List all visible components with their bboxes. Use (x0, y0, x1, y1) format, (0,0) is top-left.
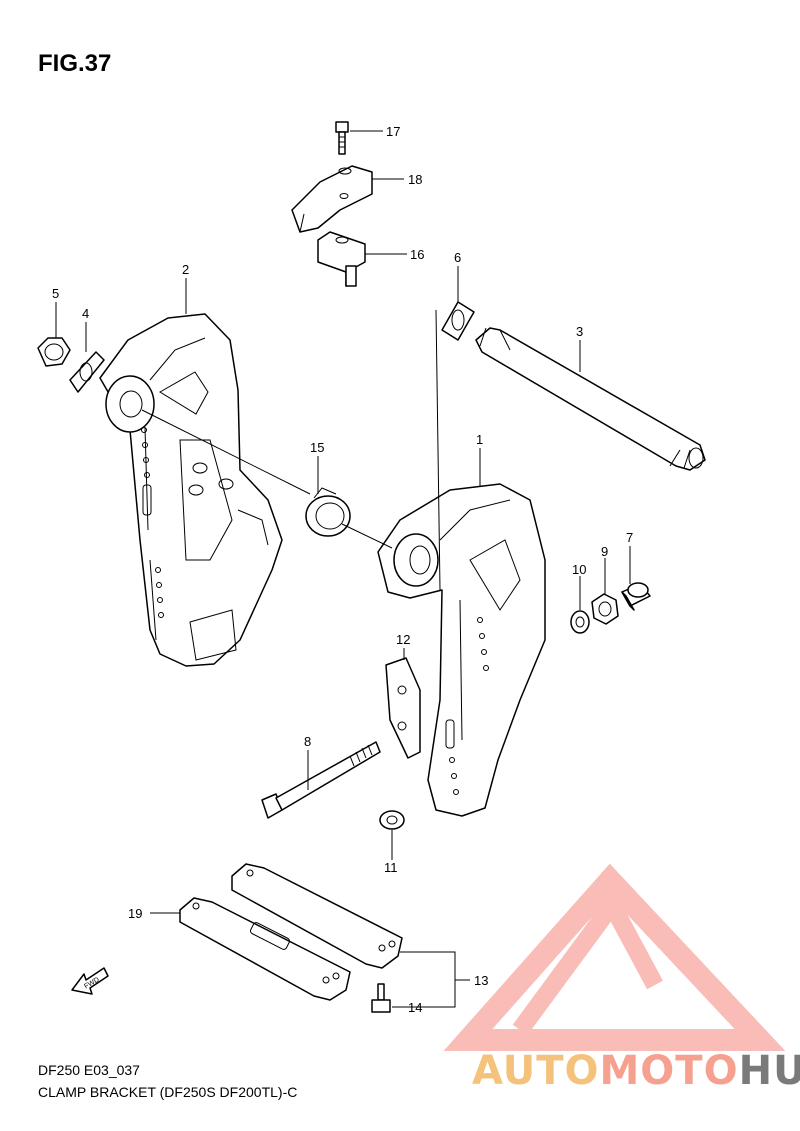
callout-10: 10 (572, 562, 586, 577)
figure-caption: CLAMP BRACKET (DF250S DF200TL)-C (38, 1084, 298, 1100)
part-13-liner-upper (231, 863, 403, 969)
callout-7: 7 (626, 530, 633, 545)
watermark-text: AUTOMOTOHUB (472, 1048, 800, 1094)
part-3-shaft (475, 327, 706, 471)
figure-title: FIG.37 (38, 50, 112, 77)
callout-12: 12 (396, 632, 410, 647)
watermark-moto: MOTO (599, 1048, 739, 1094)
leader-lines (55, 130, 631, 1008)
callout-8: 8 (304, 734, 311, 749)
part-10-washer (570, 610, 590, 634)
part-11-washer (379, 810, 405, 830)
watermark-logo (443, 863, 786, 1051)
callout-17: 17 (386, 124, 400, 139)
callout-14: 14 (408, 1000, 422, 1015)
part-8-bolt (261, 741, 381, 819)
watermark-hub: HUB (738, 1048, 800, 1094)
part-14-screw (371, 983, 391, 1013)
part-7-collar (621, 582, 651, 611)
callout-4: 4 (82, 306, 89, 321)
figure-code: DF250 E03_037 (38, 1062, 140, 1078)
part-17-screw (335, 121, 349, 155)
callout-6: 6 (454, 250, 461, 265)
part-12-plate (385, 657, 421, 759)
part-6-washer (441, 301, 475, 341)
fwd-direction-arrow: FWD (71, 967, 109, 995)
part-5-nut (37, 337, 71, 367)
part-4-washer (69, 351, 105, 393)
part-2-left-clamp-bracket (99, 313, 283, 667)
callout-15: 15 (310, 440, 324, 455)
callout-19: 19 (128, 906, 142, 921)
part-9-nut (591, 593, 619, 625)
part-16-bracket (317, 231, 366, 287)
callout-11: 11 (384, 860, 398, 875)
callout-18: 18 (408, 172, 422, 187)
part-18-cover (291, 165, 373, 233)
part-1-right-clamp-bracket (377, 483, 546, 817)
callout-1: 1 (476, 432, 483, 447)
part-19-liner-lower (179, 897, 351, 1001)
callout-labels: 17 18 16 6 3 2 5 4 15 1 7 9 10 12 8 11 1… (52, 124, 633, 1015)
part-15-bushing (305, 487, 351, 537)
callout-3: 3 (576, 324, 583, 339)
watermark-auto: AUTO (472, 1048, 600, 1094)
callout-13: 13 (474, 973, 488, 988)
callout-9: 9 (601, 544, 608, 559)
callout-2: 2 (182, 262, 189, 277)
callout-16: 16 (410, 247, 424, 262)
callout-5: 5 (52, 286, 59, 301)
